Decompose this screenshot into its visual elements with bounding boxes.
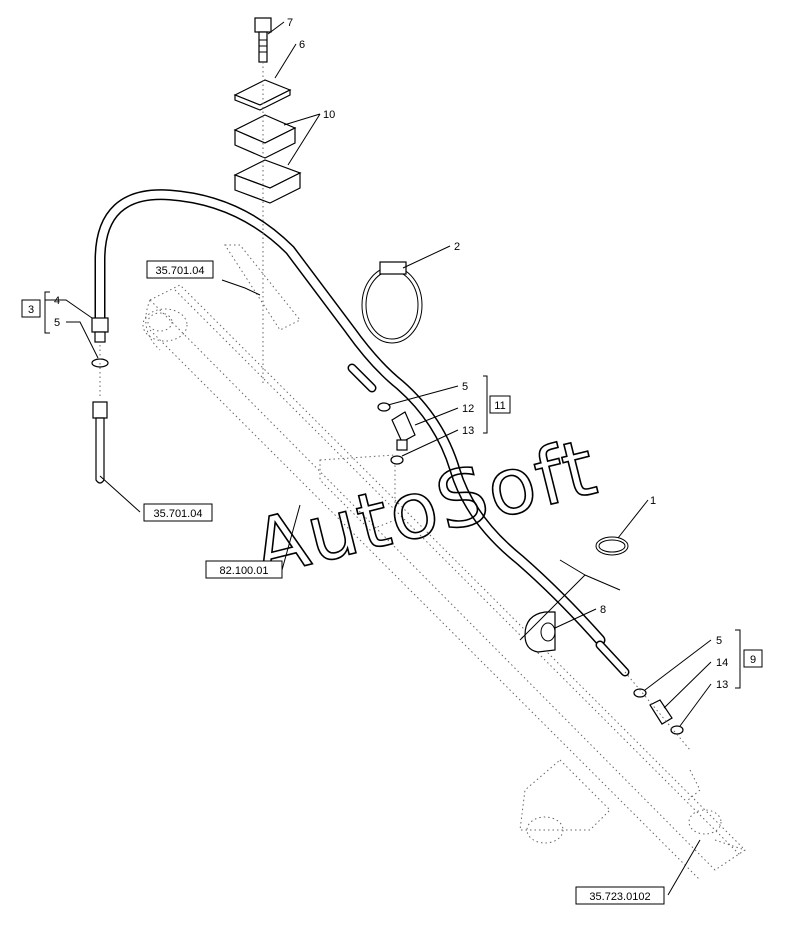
callout-12: 12 xyxy=(462,403,474,415)
callout-1: 1 xyxy=(650,495,656,507)
group-brackets xyxy=(44,291,741,689)
o-ring-9a xyxy=(633,688,647,698)
svg-text:9: 9 xyxy=(750,654,756,666)
callout-2: 2 xyxy=(454,241,460,253)
hose-clamp-large xyxy=(361,261,423,344)
o-ring-9b xyxy=(670,725,684,735)
reference-box-bottom: 35.723.0102 xyxy=(575,886,665,905)
callout-8: 8 xyxy=(600,604,606,616)
svg-text:82.100.01: 82.100.01 xyxy=(220,565,269,577)
hose-guide xyxy=(519,559,621,653)
group-box-11: 11 xyxy=(489,395,511,414)
callout-6: 6 xyxy=(299,39,305,51)
callout-5-left: 5 xyxy=(54,317,60,329)
reference-box-top: 35.701.04 xyxy=(146,260,214,279)
clamp-half-upper xyxy=(233,114,297,159)
hose-end-fitting xyxy=(91,317,109,343)
svg-text:35.723.0102: 35.723.0102 xyxy=(589,891,650,903)
callout-5-group9: 5 xyxy=(716,635,722,647)
watermark-text: AutoSoft xyxy=(244,423,606,595)
reference-box-left: 35.701.04 xyxy=(143,503,213,522)
pipe-stub xyxy=(92,401,108,484)
straight-adapter xyxy=(649,699,673,725)
callout-13-group9: 13 xyxy=(716,679,728,691)
o-ring-11 xyxy=(377,402,391,412)
svg-text:3: 3 xyxy=(28,304,34,316)
group-box-3: 3 xyxy=(21,299,41,318)
svg-text:35.701.04: 35.701.04 xyxy=(154,508,203,520)
callout-7: 7 xyxy=(287,17,293,29)
hydraulic-hose xyxy=(94,189,630,677)
clamp-half-lower xyxy=(233,159,302,204)
callout-4: 4 xyxy=(54,295,60,307)
o-ring-11b xyxy=(390,455,404,465)
bolt xyxy=(254,17,272,63)
callout-5-group11: 5 xyxy=(462,381,468,393)
hose-clamp-small xyxy=(595,536,629,556)
boom-arm-outline xyxy=(142,244,746,881)
callout-10: 10 xyxy=(323,109,335,121)
leader-lines xyxy=(45,21,712,896)
callout-13-group11: 13 xyxy=(462,425,474,437)
reference-box-mid: 82.100.01 xyxy=(205,560,283,579)
clamp-plate xyxy=(233,79,292,111)
svg-text:35.701.04: 35.701.04 xyxy=(156,265,205,277)
group-box-9: 9 xyxy=(743,649,763,668)
elbow-fitting xyxy=(391,411,416,451)
callout-14: 14 xyxy=(716,657,728,669)
svg-text:11: 11 xyxy=(494,400,505,412)
